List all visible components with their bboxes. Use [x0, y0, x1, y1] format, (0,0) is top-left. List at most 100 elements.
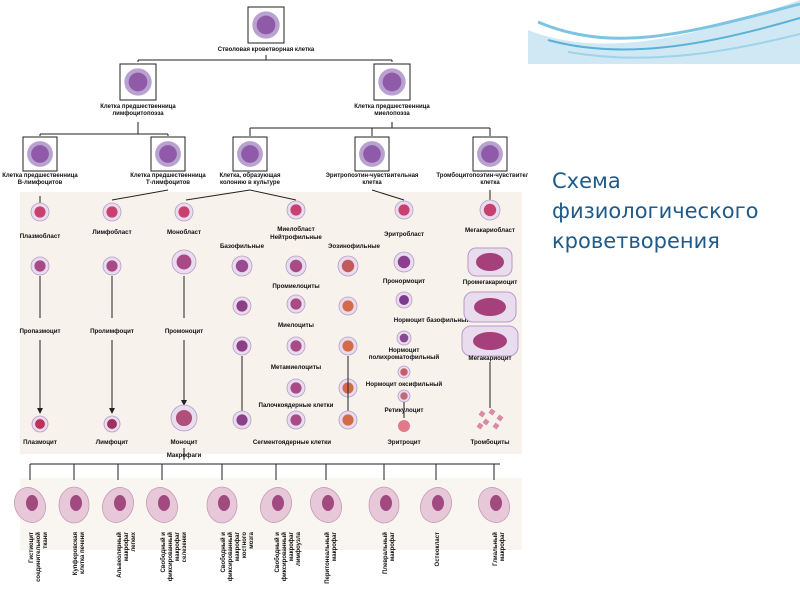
label-monocyte: Моноцит: [170, 439, 197, 446]
label-neutrophilic: Нейтрофильные: [270, 234, 322, 241]
label-platelets: Тромбоциты: [470, 439, 509, 446]
platelet: [496, 414, 504, 422]
myeloblast-cell: [286, 200, 306, 220]
stem-cell-label: Стволовая кроветворная клетка: [218, 47, 315, 53]
macrophage-cell-4: [206, 486, 238, 524]
erythroblast-cell: [394, 200, 414, 220]
plasmablast-cell: [30, 202, 50, 222]
label-pronormocyte: Пронормоцит: [383, 278, 425, 285]
eosinophil-metamyelocyte: [338, 336, 358, 356]
stem-cell-icon: [237, 141, 263, 167]
stem-cell-icon: [124, 68, 152, 96]
label-erythrocyte: Эритроцит: [387, 439, 420, 446]
macrophage-label-7: Плевральныймакрофаг: [382, 532, 396, 575]
title-line-3: кроветворения: [552, 229, 720, 253]
label-lymphocyte: Лимфоцит: [96, 439, 128, 446]
stem-cell-icon: [155, 141, 181, 167]
connector-line: [249, 189, 297, 201]
macrophage-cell-1: [58, 486, 90, 524]
label-normocyte-poly-1: Нормоцит: [389, 347, 420, 354]
eosinophil-myelocyte: [338, 296, 358, 316]
basophil-metamyelocyte: [232, 336, 252, 356]
platelet: [488, 408, 496, 416]
label-erythroblast: Эритробласт: [384, 231, 424, 238]
platelet: [492, 422, 500, 430]
arrow-head: [181, 400, 187, 406]
label-eosinophilic: Эозинофильные: [328, 243, 380, 250]
oxyphilic-normocyte: [397, 365, 411, 379]
plasmocyte-cell: [31, 415, 49, 433]
macrophage-label-4: Свободный ификсированныймакрофагкостного…: [220, 531, 255, 581]
macrophage-cell-8: [420, 487, 452, 523]
connector-line: [185, 189, 251, 201]
macrophage-label-0: Гистиоцитсоединительнойткани: [29, 532, 49, 582]
title-line-1: Схема: [552, 169, 621, 193]
arrow-head: [37, 408, 43, 414]
reticulocyte-cell: [397, 389, 411, 403]
title-line-2: физиологического: [552, 199, 759, 223]
polychromatophilic-normocyte: [396, 330, 412, 346]
macrophage-cell-3: [146, 487, 178, 523]
basophil-promyelocyte: [231, 255, 253, 277]
macrophage-label-5: Свободный ификсированныймакрофаглимфоузл…: [274, 531, 302, 581]
pronormocyte-cell: [393, 251, 415, 273]
macrophage-cell-2: [102, 487, 134, 523]
monoblast-2-cell: [171, 249, 197, 275]
platelet: [476, 422, 484, 430]
platelet: [482, 418, 490, 426]
macrophage-cell-7: [368, 486, 400, 524]
arrow-head: [109, 408, 115, 414]
basophilic-normocyte: [395, 291, 413, 309]
background-panel: [20, 192, 522, 454]
macrophage-label-2: Альвеолярныймакрофаглегких: [116, 531, 137, 577]
stem-cell-icon: [27, 141, 53, 167]
basophil-mature: [232, 410, 252, 430]
connector-line: [371, 189, 405, 201]
label-prolymphocyte: Пролимфоцит: [90, 328, 134, 335]
label-monoblast: Монобласт: [167, 229, 201, 236]
label-promonocyte: Промоноцит: [165, 328, 203, 335]
lymphoblast-cell: [102, 202, 122, 222]
macrophage-label-1: Купферовскаяклетка печени: [72, 532, 86, 576]
label-normocyte-basophilic: Нормоцит базофильный: [394, 317, 471, 324]
neutrophil-myelocyte: [286, 294, 306, 314]
label-promegakaryocyte: Промегакариоцит: [463, 279, 518, 286]
eosinophil-mature: [338, 410, 358, 430]
macrophage-cell-9: [478, 487, 510, 523]
eosinophil-promyelocyte: [337, 255, 359, 277]
neutrophil-band: [286, 378, 306, 398]
slide-title: Схема физиологического кроветворения: [552, 166, 792, 256]
label-myeloblast: Миелобласт: [277, 226, 315, 233]
stem-cell-icon: [359, 141, 385, 167]
label-megakaryocyte: Мегакариоцит: [468, 355, 511, 362]
macrophage-cell-6: [310, 487, 342, 523]
megakaryoblast-cell: [479, 199, 501, 221]
label-normocyte-oxyphilic: Нормоцит оксифильный: [366, 381, 443, 388]
label-lymphoblast: Лимфобласт: [92, 229, 131, 236]
neutrophil-mature: [286, 410, 306, 430]
promegakaryocyte-nucleus: [476, 253, 504, 271]
macrophage-label-8: Остеокласт: [435, 532, 441, 567]
stem-cell-icon: [477, 141, 503, 167]
macrophage-label-9: Глиальныймакрофаг: [492, 532, 506, 566]
label-plasmablast: Плазмобласт: [20, 233, 61, 240]
label-megakaryoblast: Мегакариобласт: [465, 227, 515, 234]
erythrocyte-cell: [398, 420, 410, 432]
label-band-cells: Палочкоядерные клетки: [259, 402, 334, 409]
basophil-myelocyte: [232, 296, 252, 316]
label-normocyte-poly-2: полихроматофильный: [369, 354, 440, 361]
connector-line: [111, 189, 169, 201]
neutrophil-promyelocyte: [285, 255, 307, 277]
neutrophil-metamyelocyte: [286, 336, 306, 356]
lymphoblast-2-cell: [102, 256, 122, 276]
label-promyelocytes: Промиелоциты: [272, 283, 319, 290]
megakaryocyte-nucleus-1: [474, 298, 506, 316]
label-plasmocyte: Плазмоцит: [23, 439, 57, 446]
